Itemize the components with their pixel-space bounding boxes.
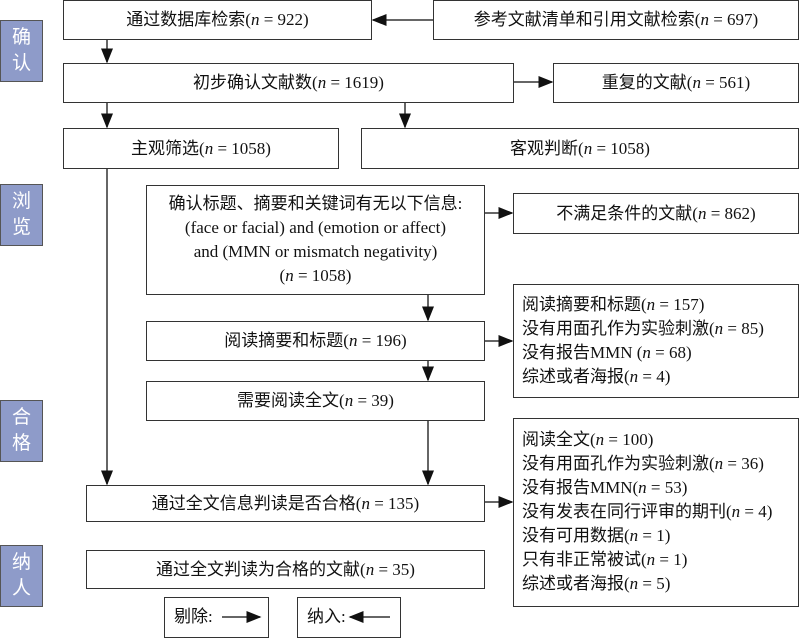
exclusion-item: 阅读摘要和标题(n = 157) — [522, 295, 705, 314]
stage-eligibility: 合格 — [0, 400, 43, 462]
read-abstract-box: 阅读摘要和标题(n = 196) — [146, 321, 485, 361]
box-text: 主观筛选(n = 1058) — [131, 138, 271, 158]
exclusion-item: 没有用面孔作为实验刺激(n = 36) — [522, 454, 764, 473]
exclusion-item: 没有可用数据(n = 1) — [522, 526, 671, 545]
abstract-exclusions-box: 阅读摘要和标题(n = 157) 没有用面孔作为实验刺激(n = 85) 没有报… — [513, 284, 799, 398]
exclusion-item: 阅读全文(n = 100) — [522, 430, 654, 449]
database-search-box: 通过数据库检索(n = 922) — [63, 0, 372, 40]
box-text: 阅读摘要和标题(n = 196) — [224, 331, 407, 350]
box-text: and (MMN or mismatch negativity) — [193, 242, 438, 261]
box-text: 客观判断(n = 1058) — [510, 138, 650, 158]
box-text: 不满足条件的文献(n = 862) — [556, 203, 756, 223]
full-text-assessment-box: 通过全文信息判读是否合格(n = 135) — [86, 485, 485, 522]
exclusion-item: 综述或者海报(n = 4) — [522, 367, 671, 386]
box-text: (face or facial) and (emotion or affect) — [184, 218, 447, 237]
exclusion-item: 只有非正常被试(n = 1) — [522, 550, 688, 569]
stage-screening: 浏览 — [0, 184, 43, 246]
box-text: 初步确认文献数(n = 1619) — [193, 73, 384, 92]
not-meeting-criteria-box: 不满足条件的文献(n = 862) — [513, 193, 799, 234]
stage-label: 确认 — [11, 27, 31, 74]
stage-identification: 确认 — [0, 20, 43, 82]
stage-label: 浏览 — [11, 191, 31, 238]
box-text: (n = 1058) — [279, 266, 352, 285]
exclusion-item: 综述或者海报(n = 5) — [522, 574, 671, 593]
exclusion-item: 没有报告MMN (n = 68) — [522, 343, 692, 362]
stage-included: 纳人 — [0, 545, 43, 607]
stage-label: 合格 — [11, 407, 31, 454]
box-text: 通过全文判读为合格的文献(n = 35) — [156, 559, 415, 579]
exclusion-item: 没有用面孔作为实验刺激(n = 85) — [522, 319, 764, 338]
legend-exclude: 剔除: — [164, 597, 269, 638]
box-text: 需要阅读全文(n = 39) — [237, 391, 394, 410]
subjective-screening-box: 主观筛选(n = 1058) — [63, 128, 339, 169]
objective-judgement-box: 客观判断(n = 1058) — [361, 128, 799, 169]
duplicates-box: 重复的文献(n = 561) — [553, 63, 799, 103]
full-text-exclusions-box: 阅读全文(n = 100) 没有用面孔作为实验刺激(n = 36) 没有报告MM… — [513, 418, 799, 607]
keyword-check-box: 确认标题、摘要和关键词有无以下信息: (face or facial) and … — [146, 185, 485, 295]
legend-label: 剔除: — [174, 607, 213, 626]
box-text: 通过数据库检索(n = 922) — [126, 10, 309, 29]
reference-search-box: 参考文献清单和引用文献检索(n = 697) — [433, 0, 799, 40]
full-text-needed-box: 需要阅读全文(n = 39) — [146, 381, 485, 421]
box-text: 通过全文信息判读是否合格(n = 135) — [151, 493, 420, 513]
legend-include: 纳入: — [297, 597, 401, 638]
legend-label: 纳入: — [307, 607, 346, 626]
box-text: 重复的文献(n = 561) — [601, 73, 751, 92]
box-text: 参考文献清单和引用文献检索(n = 697) — [473, 10, 759, 29]
exclusion-item: 没有发表在同行评审的期刊(n = 4) — [522, 502, 773, 521]
box-text: 确认标题、摘要和关键词有无以下信息: — [168, 194, 463, 213]
included-box: 通过全文判读为合格的文献(n = 35) — [86, 550, 485, 589]
initial-identified-box: 初步确认文献数(n = 1619) — [63, 63, 514, 103]
stage-label: 纳人 — [11, 552, 31, 599]
exclusion-item: 没有报告MMN(n = 53) — [522, 478, 688, 497]
